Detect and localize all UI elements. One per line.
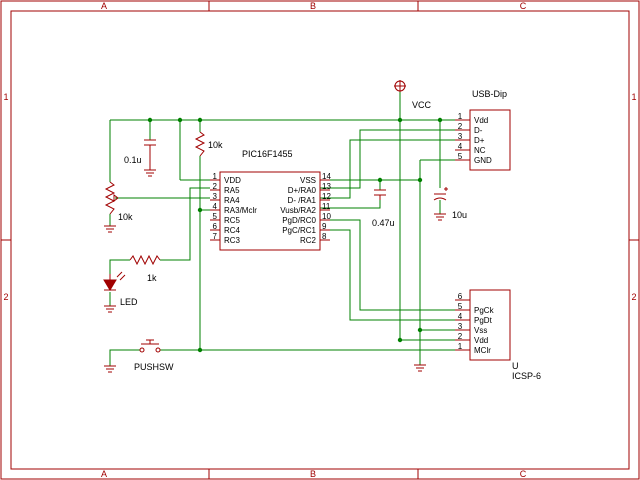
usb-pin-name: D+ bbox=[474, 136, 485, 145]
ic-pin-name: RC2 bbox=[300, 236, 317, 245]
icsp-pins: 65 PgCk 4 PgDt 3 Vss 2 Vdd 1 MClr bbox=[455, 292, 495, 355]
ic-pin-number: 10 bbox=[322, 212, 331, 221]
ic-pin-number: 14 bbox=[322, 172, 331, 181]
usb-pin-number: 5 bbox=[458, 152, 463, 161]
ic-pin-name: VDD bbox=[224, 176, 241, 185]
ic-pin-name: RC4 bbox=[224, 226, 241, 235]
zone-col-c: C bbox=[520, 1, 527, 11]
usb-pin-name: GND bbox=[474, 156, 492, 165]
ic-pin-name: Vusb/RA2 bbox=[280, 206, 316, 215]
switch-label: PUSHSW bbox=[134, 362, 174, 372]
pullup-label: 10k bbox=[208, 140, 223, 150]
usb-connector: USB-Dip 1 Vdd 2 D- 3 D+ 4 NC 5 GND bbox=[455, 89, 511, 171]
zone-row-2-right: 2 bbox=[631, 292, 636, 302]
icsp-pin-number: 4 bbox=[458, 312, 463, 321]
usb-pins: 1 Vdd 2 D- 3 D+ 4 NC 5 GND bbox=[455, 112, 492, 165]
zone-col-c-bottom: C bbox=[520, 469, 527, 479]
ic-pin-name: RA4 bbox=[224, 196, 240, 205]
icsp-pin-name: PgCk bbox=[474, 306, 495, 315]
zone-col-a-bottom: A bbox=[101, 469, 107, 479]
ic-pin-name: RC3 bbox=[224, 236, 241, 245]
ic-pin-number: 13 bbox=[322, 182, 331, 191]
pic-ic: PIC16F1455 1 VDD 2 RA5 3 RA4 4 RA3/Mclr 5 RC5 6 RC4… bbox=[210, 149, 331, 251]
led-label: LED bbox=[120, 297, 138, 307]
usb-pin-number: 3 bbox=[458, 132, 463, 141]
icsp-pin-name: PgDt bbox=[474, 316, 493, 325]
usb-pin-name: D- bbox=[474, 126, 483, 135]
icsp-pin-number: 3 bbox=[458, 322, 463, 331]
capacitor-10u: 10u bbox=[433, 187, 467, 221]
ic-pin-number: 5 bbox=[213, 212, 218, 221]
ic-pin-number: 3 bbox=[213, 192, 218, 201]
ic-left-pins: 1 VDD 2 RA5 3 RA4 4 RA3/Mclr 5 RC5 6 RC4 7 RC3 bbox=[210, 172, 257, 245]
capacitor-0-47u: 0.47u bbox=[372, 189, 395, 228]
zone-col-b-bottom: B bbox=[310, 469, 316, 479]
ground-symbol-rail bbox=[414, 364, 426, 372]
ic-pin-name: RA5 bbox=[224, 186, 240, 195]
res-led-label: 1k bbox=[147, 273, 157, 283]
led: LED bbox=[103, 271, 138, 313]
ic-title: PIC16F1455 bbox=[242, 149, 293, 159]
icsp-u-label: U bbox=[512, 361, 519, 371]
ic-right-pins: 14 VSS 13 D+/RA0 12 D- /RA1 11 Vusb/RA2 10 PgD/RC… bbox=[280, 172, 331, 245]
cap1-label: 0.1u bbox=[124, 155, 142, 165]
ic-pin-name: D- /RA1 bbox=[288, 196, 317, 205]
ic-pin-number: 7 bbox=[213, 232, 218, 241]
potentiometer: 10k bbox=[104, 181, 133, 233]
vcc-symbol: VCC bbox=[394, 80, 432, 110]
ic-pin-name: VSS bbox=[300, 176, 316, 185]
icsp-pin-number: 5 bbox=[458, 302, 463, 311]
ic-pin-number: 12 bbox=[322, 192, 331, 201]
icsp-pin-number: 1 bbox=[458, 342, 463, 351]
pot-label: 10k bbox=[118, 212, 133, 222]
usb-pin-name: Vdd bbox=[474, 116, 488, 125]
ic-pin-number: 11 bbox=[322, 202, 331, 211]
ic-pin-name: RC5 bbox=[224, 216, 241, 225]
icsp-pin-name: Vss bbox=[474, 326, 487, 335]
usb-pin-number: 4 bbox=[458, 142, 463, 151]
zone-row-1-right: 1 bbox=[631, 92, 636, 102]
ic-pin-number: 1 bbox=[213, 172, 218, 181]
usb-pin-name: NC bbox=[474, 146, 486, 155]
ic-pin-number: 6 bbox=[213, 222, 218, 231]
zone-row-1: 1 bbox=[3, 92, 8, 102]
zone-col-a: A bbox=[101, 1, 107, 11]
vcc-label: VCC bbox=[412, 100, 432, 110]
usb-pin-number: 1 bbox=[458, 112, 463, 121]
zone-row-2: 2 bbox=[3, 292, 8, 302]
resistor-1k: 1k bbox=[129, 254, 161, 283]
ic-pin-name: RA3/Mclr bbox=[224, 206, 257, 215]
icsp-pin-number: 6 bbox=[458, 292, 463, 301]
usb-title: USB-Dip bbox=[472, 89, 507, 99]
resistor-10k-pullup: 10k bbox=[194, 131, 223, 157]
icsp-pin-number: 2 bbox=[458, 332, 463, 341]
ic-pin-name: D+/RA0 bbox=[288, 186, 317, 195]
capacitor-0-1u: 0.1u bbox=[124, 139, 156, 177]
ic-pin-number: 8 bbox=[322, 232, 327, 241]
cap3-label: 10u bbox=[452, 210, 467, 220]
ic-pin-number: 4 bbox=[213, 202, 218, 211]
icsp-title: ICSP-6 bbox=[512, 371, 541, 381]
ic-pin-number: 9 bbox=[322, 222, 327, 231]
zone-col-b: B bbox=[310, 1, 316, 11]
icsp-pin-name: Vdd bbox=[474, 336, 488, 345]
ic-pin-name: PgC/RC1 bbox=[282, 226, 316, 235]
cap2-label: 0.47u bbox=[372, 218, 395, 228]
ic-pin-name: PgD/RC0 bbox=[282, 216, 316, 225]
usb-pin-number: 2 bbox=[458, 122, 463, 131]
push-switch: PUSHSW bbox=[104, 339, 174, 373]
icsp-connector: U ICSP-6 65 PgCk 4 PgDt 3 Vss 2 Vdd 1 MClr bbox=[455, 289, 541, 381]
icsp-pin-name: MClr bbox=[474, 346, 491, 355]
ic-pin-number: 2 bbox=[213, 182, 218, 191]
junctions bbox=[147, 117, 443, 353]
